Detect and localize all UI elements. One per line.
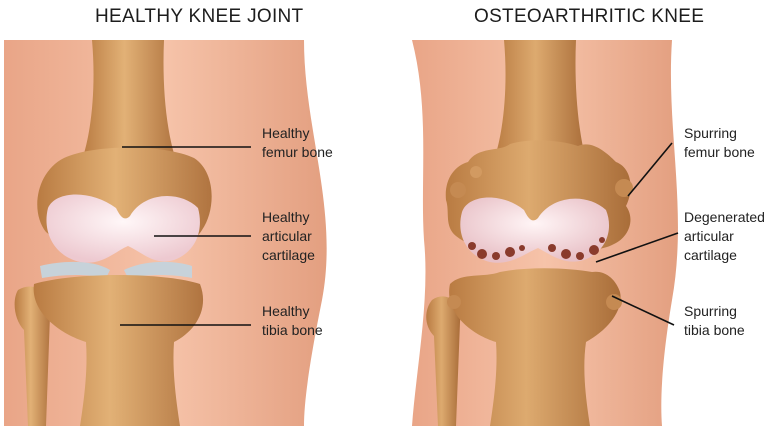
label-healthy-femur: Healthy femur bone: [262, 124, 333, 162]
femur-shaft: [82, 40, 176, 160]
label-healthy-tibia: Healthy tibia bone: [262, 302, 323, 340]
osteoarthritic-knee-title: OSTEOARTHRITIC KNEE: [474, 6, 704, 28]
label-degenerated-cartilage: Degenerated articular cartilage: [684, 208, 765, 265]
label-healthy-cartilage: Healthy articular cartilage: [262, 208, 315, 265]
label-spurring-tibia: Spurring tibia bone: [684, 302, 745, 340]
healthy-knee-title: HEALTHY KNEE JOINT: [95, 6, 303, 28]
label-spurring-femur: Spurring femur bone: [684, 124, 755, 162]
